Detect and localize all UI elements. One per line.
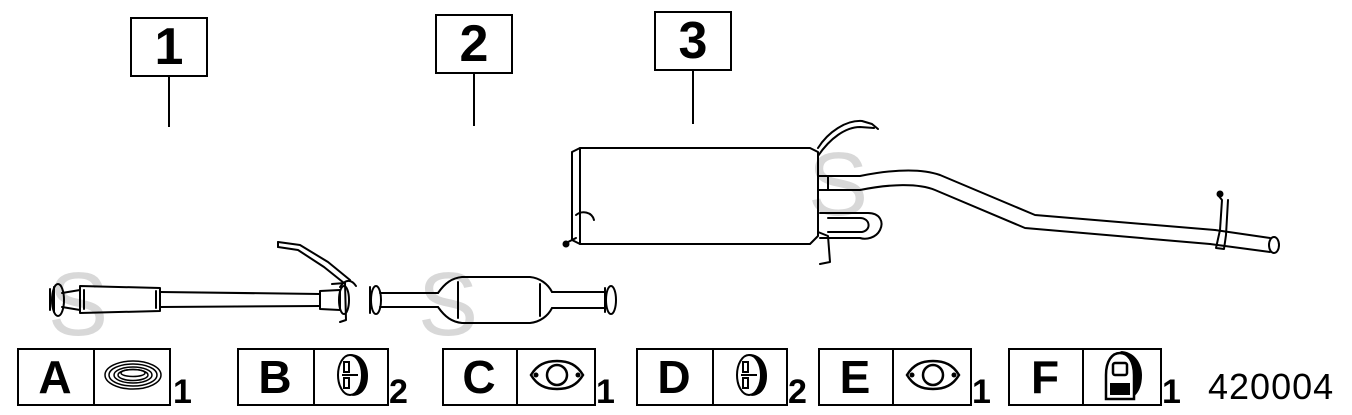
leader-line xyxy=(692,71,694,124)
legend-qty: 1 xyxy=(173,373,192,411)
callout-3: 3 xyxy=(654,11,732,71)
legend-letter: D xyxy=(636,348,714,406)
legend-item-c: C 1 xyxy=(442,348,618,411)
legend-item-e: E 1 xyxy=(818,348,994,411)
legend-letter: E xyxy=(818,348,894,406)
legend-letter: F xyxy=(1008,348,1084,406)
leader-line xyxy=(473,74,475,126)
rubber-mount-icon xyxy=(1086,348,1160,402)
legend-item-f: F 1 xyxy=(1008,348,1184,411)
callout-number: 1 xyxy=(154,18,184,76)
legend-item-d: D 2 xyxy=(636,348,812,411)
legend-letter: C xyxy=(442,348,518,406)
gasket-ring-icon xyxy=(97,348,169,402)
part-number: 420004 xyxy=(1208,366,1335,407)
callout-number: 2 xyxy=(459,15,489,73)
legend-qty: 1 xyxy=(1162,373,1181,411)
legend-qty: 2 xyxy=(788,373,807,411)
legend-item-b: B 2 xyxy=(237,348,413,411)
watermark-s: S xyxy=(418,255,478,355)
legend-box xyxy=(818,348,972,406)
legend-qty: 1 xyxy=(972,373,991,411)
leader-line xyxy=(168,77,170,127)
legend-qty: 2 xyxy=(389,373,408,411)
rubber-hanger-icon xyxy=(716,348,786,402)
rear-silencer xyxy=(562,119,1280,265)
flange-gasket-icon xyxy=(520,348,594,402)
front-pipe xyxy=(49,241,357,323)
legend-letter: A xyxy=(17,348,95,406)
callout-2: 2 xyxy=(435,14,513,74)
legend-letter: B xyxy=(237,348,315,406)
flange-gasket-icon xyxy=(896,348,970,402)
rubber-hanger-icon xyxy=(317,348,387,402)
callout-1: 1 xyxy=(130,17,208,77)
legend-qty: 1 xyxy=(596,373,615,411)
watermark-s: S xyxy=(48,255,108,355)
catalytic-converter xyxy=(369,276,617,324)
legend-item-a: A 1 xyxy=(17,348,193,411)
callout-number: 3 xyxy=(678,12,708,70)
